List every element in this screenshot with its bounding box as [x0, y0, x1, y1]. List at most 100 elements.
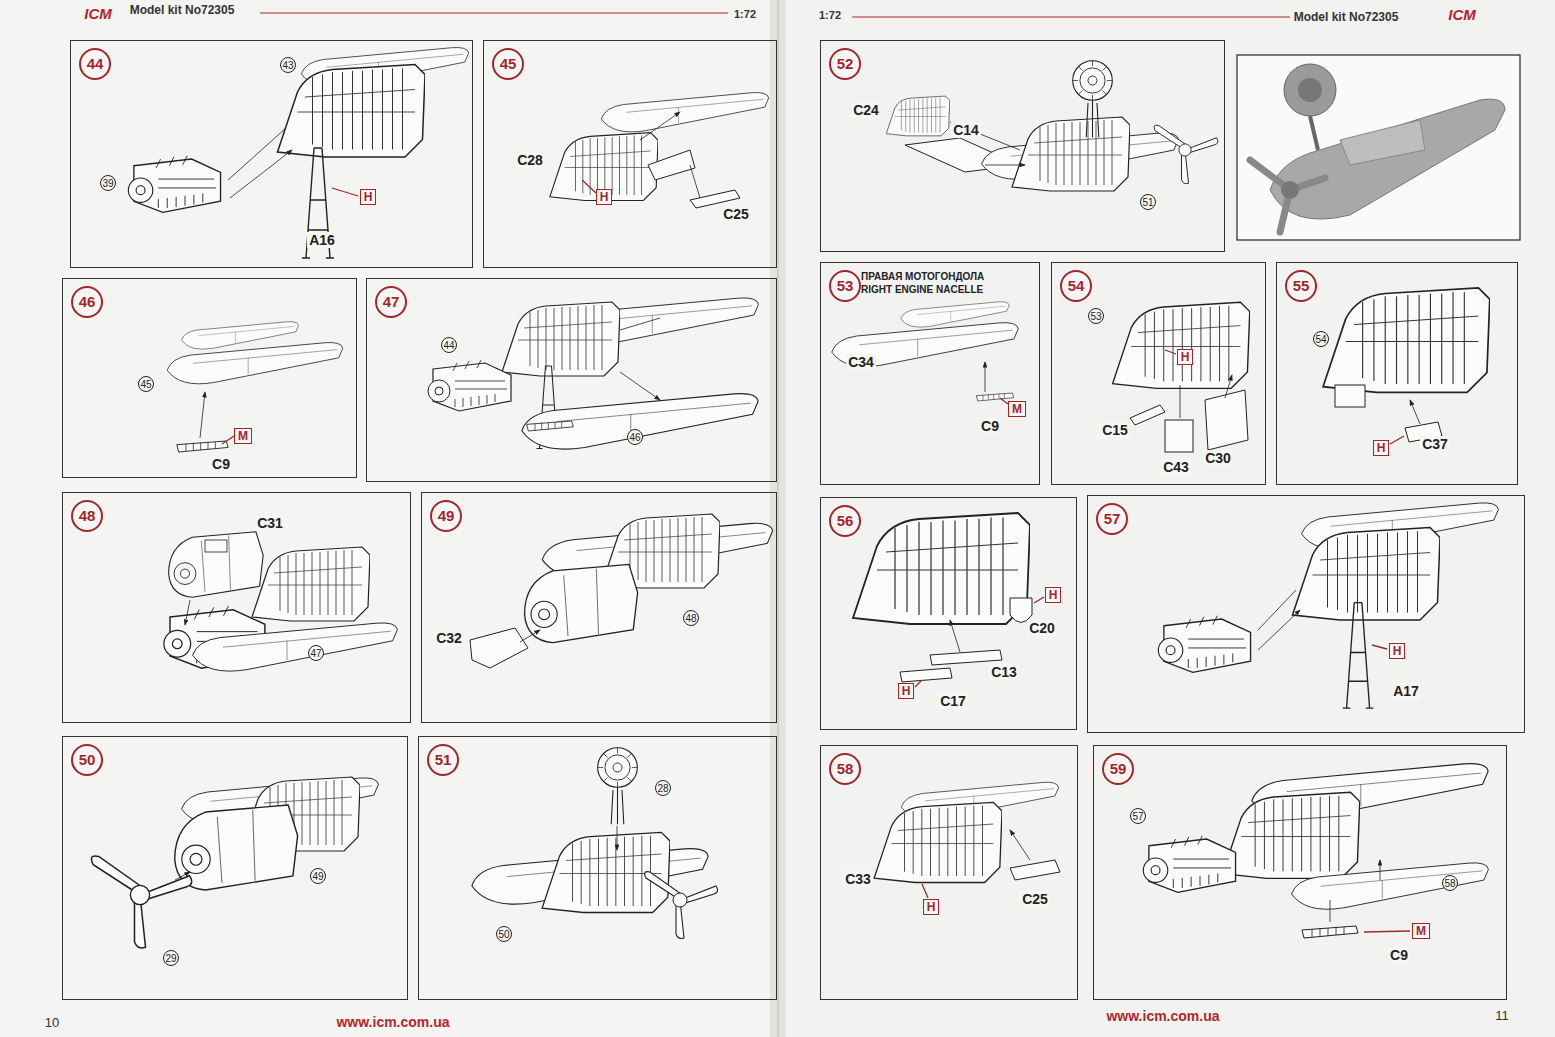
- drawing-part: [1165, 420, 1193, 452]
- part-label: A16: [307, 232, 337, 248]
- page-number: 11: [1493, 1008, 1511, 1023]
- paint-marker-box: H: [596, 189, 613, 205]
- step-panel: 53ПРАВАЯ МОТОГОНДОЛАRIGHT ENGINE NACELLE…: [820, 262, 1040, 485]
- drawing-part: [1390, 436, 1404, 444]
- step-panel: 5554H: [1276, 262, 1518, 485]
- drawing-part: [1010, 598, 1032, 623]
- step-number: 44: [79, 48, 111, 80]
- drawing-part: [1330, 860, 1380, 922]
- drawing-part: [852, 17, 1290, 18]
- drawing-part: [601, 93, 768, 132]
- part-label: C9: [1388, 947, 1410, 963]
- step-number: 54: [1060, 270, 1092, 302]
- callout-circle: 58: [1442, 875, 1458, 891]
- callout-circle: 39: [100, 175, 116, 191]
- drawing-part: [1205, 390, 1248, 450]
- paint-marker-box: H: [898, 683, 915, 699]
- drawing-part: [886, 96, 949, 136]
- page-number: 10: [43, 1015, 61, 1030]
- drawing-part: [1340, 120, 1425, 165]
- callout-number: 43: [282, 60, 293, 71]
- paint-code: H: [927, 900, 936, 914]
- callout-number: 44: [443, 340, 454, 351]
- step-number: 45: [492, 48, 524, 80]
- step-panel: 4645M: [62, 278, 357, 478]
- paint-code: H: [364, 190, 373, 204]
- step-panel: 4847: [62, 492, 411, 723]
- paint-code: M: [1012, 402, 1022, 416]
- drawing-part: [228, 128, 292, 198]
- drawing-part: [648, 150, 695, 180]
- step-panel: 512850: [418, 736, 777, 1000]
- step-panel: 57H: [1087, 495, 1525, 733]
- drawing-part: [620, 318, 660, 400]
- callout-number: 53: [1090, 311, 1101, 322]
- part-label: C34: [846, 354, 876, 370]
- drawing-part: [181, 322, 298, 350]
- step-panel: 595758M: [1093, 745, 1507, 1000]
- callout-circle: 51: [1140, 194, 1156, 210]
- drawing-part: [976, 393, 1013, 401]
- drawing-part: [1258, 590, 1300, 650]
- drawing-part: [640, 112, 700, 198]
- drawing-part: [470, 628, 528, 668]
- paint-marker-box: H: [1389, 643, 1406, 659]
- callout-number: 48: [685, 613, 696, 624]
- step-panel: 504929: [62, 736, 408, 1000]
- callout-number: 54: [1315, 334, 1326, 345]
- part-label: C15: [1100, 422, 1130, 438]
- callout-circle: 49: [310, 868, 326, 884]
- step-panel: 5251: [820, 40, 1225, 252]
- callout-circle: 53: [1088, 308, 1104, 324]
- part-label: C17: [938, 693, 968, 709]
- paint-code: H: [1181, 350, 1190, 364]
- part-label: C9: [210, 456, 232, 472]
- drawing-part: [778, 0, 1555, 1037]
- callout-circle: 50: [496, 926, 512, 942]
- drawing-part: [1012, 117, 1130, 191]
- drawing-part: [128, 156, 220, 213]
- part-label: C14: [951, 122, 981, 138]
- part-label: C24: [851, 102, 881, 118]
- scale-text: 1:72: [817, 9, 843, 21]
- drawing-part: [332, 188, 358, 196]
- drawing-part: [1073, 61, 1113, 138]
- drawing-part: [1310, 116, 1318, 150]
- brand-logo: ICM: [1446, 6, 1478, 23]
- callout-number: 28: [657, 783, 668, 794]
- drawing-part: [1281, 181, 1299, 199]
- callout-circle: 45: [138, 376, 154, 392]
- callout-number: 58: [1444, 878, 1455, 889]
- scale-text: 1:72: [732, 8, 758, 20]
- drawing-part: [1130, 405, 1165, 425]
- kit-number: Model kit No72305: [128, 3, 237, 17]
- callout-circle: 28: [655, 780, 671, 796]
- drawing-part: [1180, 375, 1232, 418]
- drawing-part: [193, 623, 398, 671]
- step-number: 49: [430, 500, 462, 532]
- drawing-part: [853, 513, 1030, 624]
- drawing-part: [278, 65, 426, 158]
- callout-circle: 54: [1313, 331, 1329, 347]
- callout-number: 45: [140, 379, 151, 390]
- drawing-part: [777, 0, 779, 1037]
- drawing-part: [1343, 603, 1374, 708]
- paint-marker-box: H: [1045, 587, 1062, 603]
- drawing-part: [1034, 597, 1044, 603]
- drawing-part: [1372, 645, 1387, 649]
- drawing-part: [1143, 836, 1235, 893]
- paint-marker-box: H: [360, 189, 377, 205]
- paint-marker-box: H: [923, 899, 940, 915]
- drawing-part: [1302, 926, 1358, 938]
- drawing-part: [582, 180, 596, 193]
- paint-marker-box: H: [1177, 349, 1194, 365]
- paint-marker-box: M: [1412, 923, 1430, 939]
- drawing-part: [1010, 860, 1060, 880]
- drawing-part: [950, 122, 1025, 165]
- callout-number: 47: [310, 648, 321, 659]
- step-number: 56: [829, 505, 861, 537]
- drawing-part: [1335, 385, 1365, 407]
- part-label: C20: [1027, 620, 1057, 636]
- callout-number: 29: [165, 953, 176, 964]
